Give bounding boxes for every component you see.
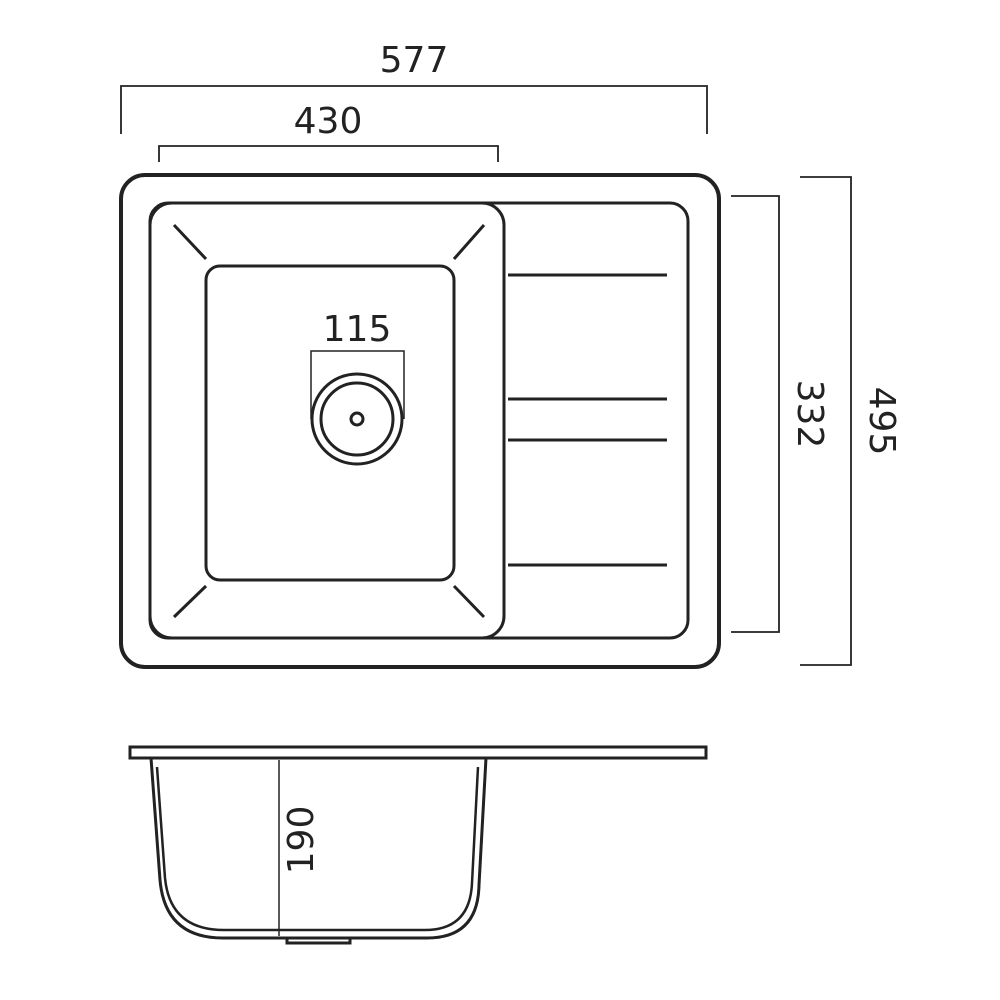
side-view: 190 (128, 745, 708, 945)
width-dimensions: 577 430 (120, 40, 708, 162)
overall-depth-bracket (800, 176, 852, 666)
bowl-width-label: 430 (294, 101, 363, 142)
bowl-outer (148, 201, 506, 640)
drainer-ribs (508, 273, 667, 567)
bowl-inner-floor (204, 264, 456, 582)
drain-diameter-label: 115 (323, 309, 392, 350)
drain-center (349, 411, 365, 427)
drain-outer-ring (310, 372, 404, 466)
bowl-width-bracket (158, 145, 499, 162)
overall-depth-label: 495 (861, 387, 902, 456)
top-view: 115 (119, 173, 721, 669)
drain-mid-ring (319, 381, 395, 457)
overall-width-label: 577 (380, 40, 449, 81)
corner-line (452, 224, 486, 260)
corner-line (172, 223, 208, 261)
inner-depth-label: 332 (789, 380, 830, 449)
bowl-outer-profile (149, 757, 488, 940)
sink-outer-rim (119, 173, 721, 669)
inner-depth-bracket (731, 195, 780, 633)
bowl-corner-lines (172, 223, 486, 619)
drain-dimension-bracket (310, 350, 405, 419)
drain (310, 372, 404, 466)
drain-outlet (285, 936, 352, 945)
countertop-flange (128, 745, 708, 760)
bowl-depth-label: 190 (281, 806, 322, 875)
corner-line (452, 584, 486, 619)
bowl-inner-profile (155, 766, 480, 932)
corner-line (172, 584, 208, 619)
depth-dimensions: 332 495 (731, 176, 902, 666)
drainer-board (148, 201, 690, 640)
overall-width-bracket (120, 85, 708, 134)
